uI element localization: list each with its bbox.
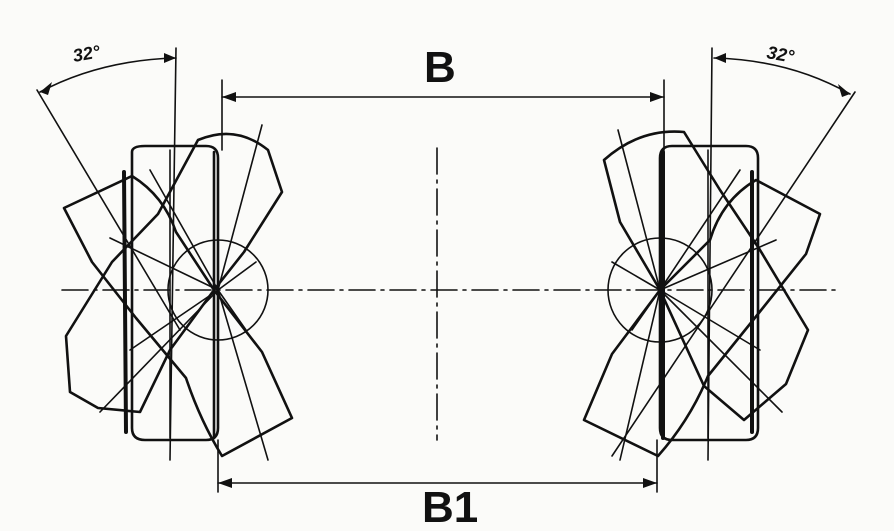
left-wheel-turned-outer <box>62 174 294 458</box>
left-angle-dimension: 32° <box>36 41 181 461</box>
left-angle-label: 32° <box>71 41 102 66</box>
dimension-b1-label: B1 <box>422 483 478 531</box>
left-wheel-straight <box>130 144 220 442</box>
right-wheel-turned-inner <box>582 178 822 458</box>
dimension-b1: B1 <box>217 439 658 531</box>
right-angle-dimension: 32° <box>611 42 856 461</box>
right-wheel-assembly: 32° <box>582 42 856 461</box>
left-wheel-assembly: 32° <box>36 41 294 461</box>
right-wheel-straight <box>658 144 760 442</box>
left-wheel-turned-inner <box>64 132 284 414</box>
right-kingpin-circle <box>607 237 713 343</box>
dimension-b-label: B <box>424 43 456 92</box>
right-angle-label: 32° <box>765 42 796 67</box>
dimension-b: B <box>221 43 665 151</box>
left-kingpin-circle <box>167 239 269 341</box>
